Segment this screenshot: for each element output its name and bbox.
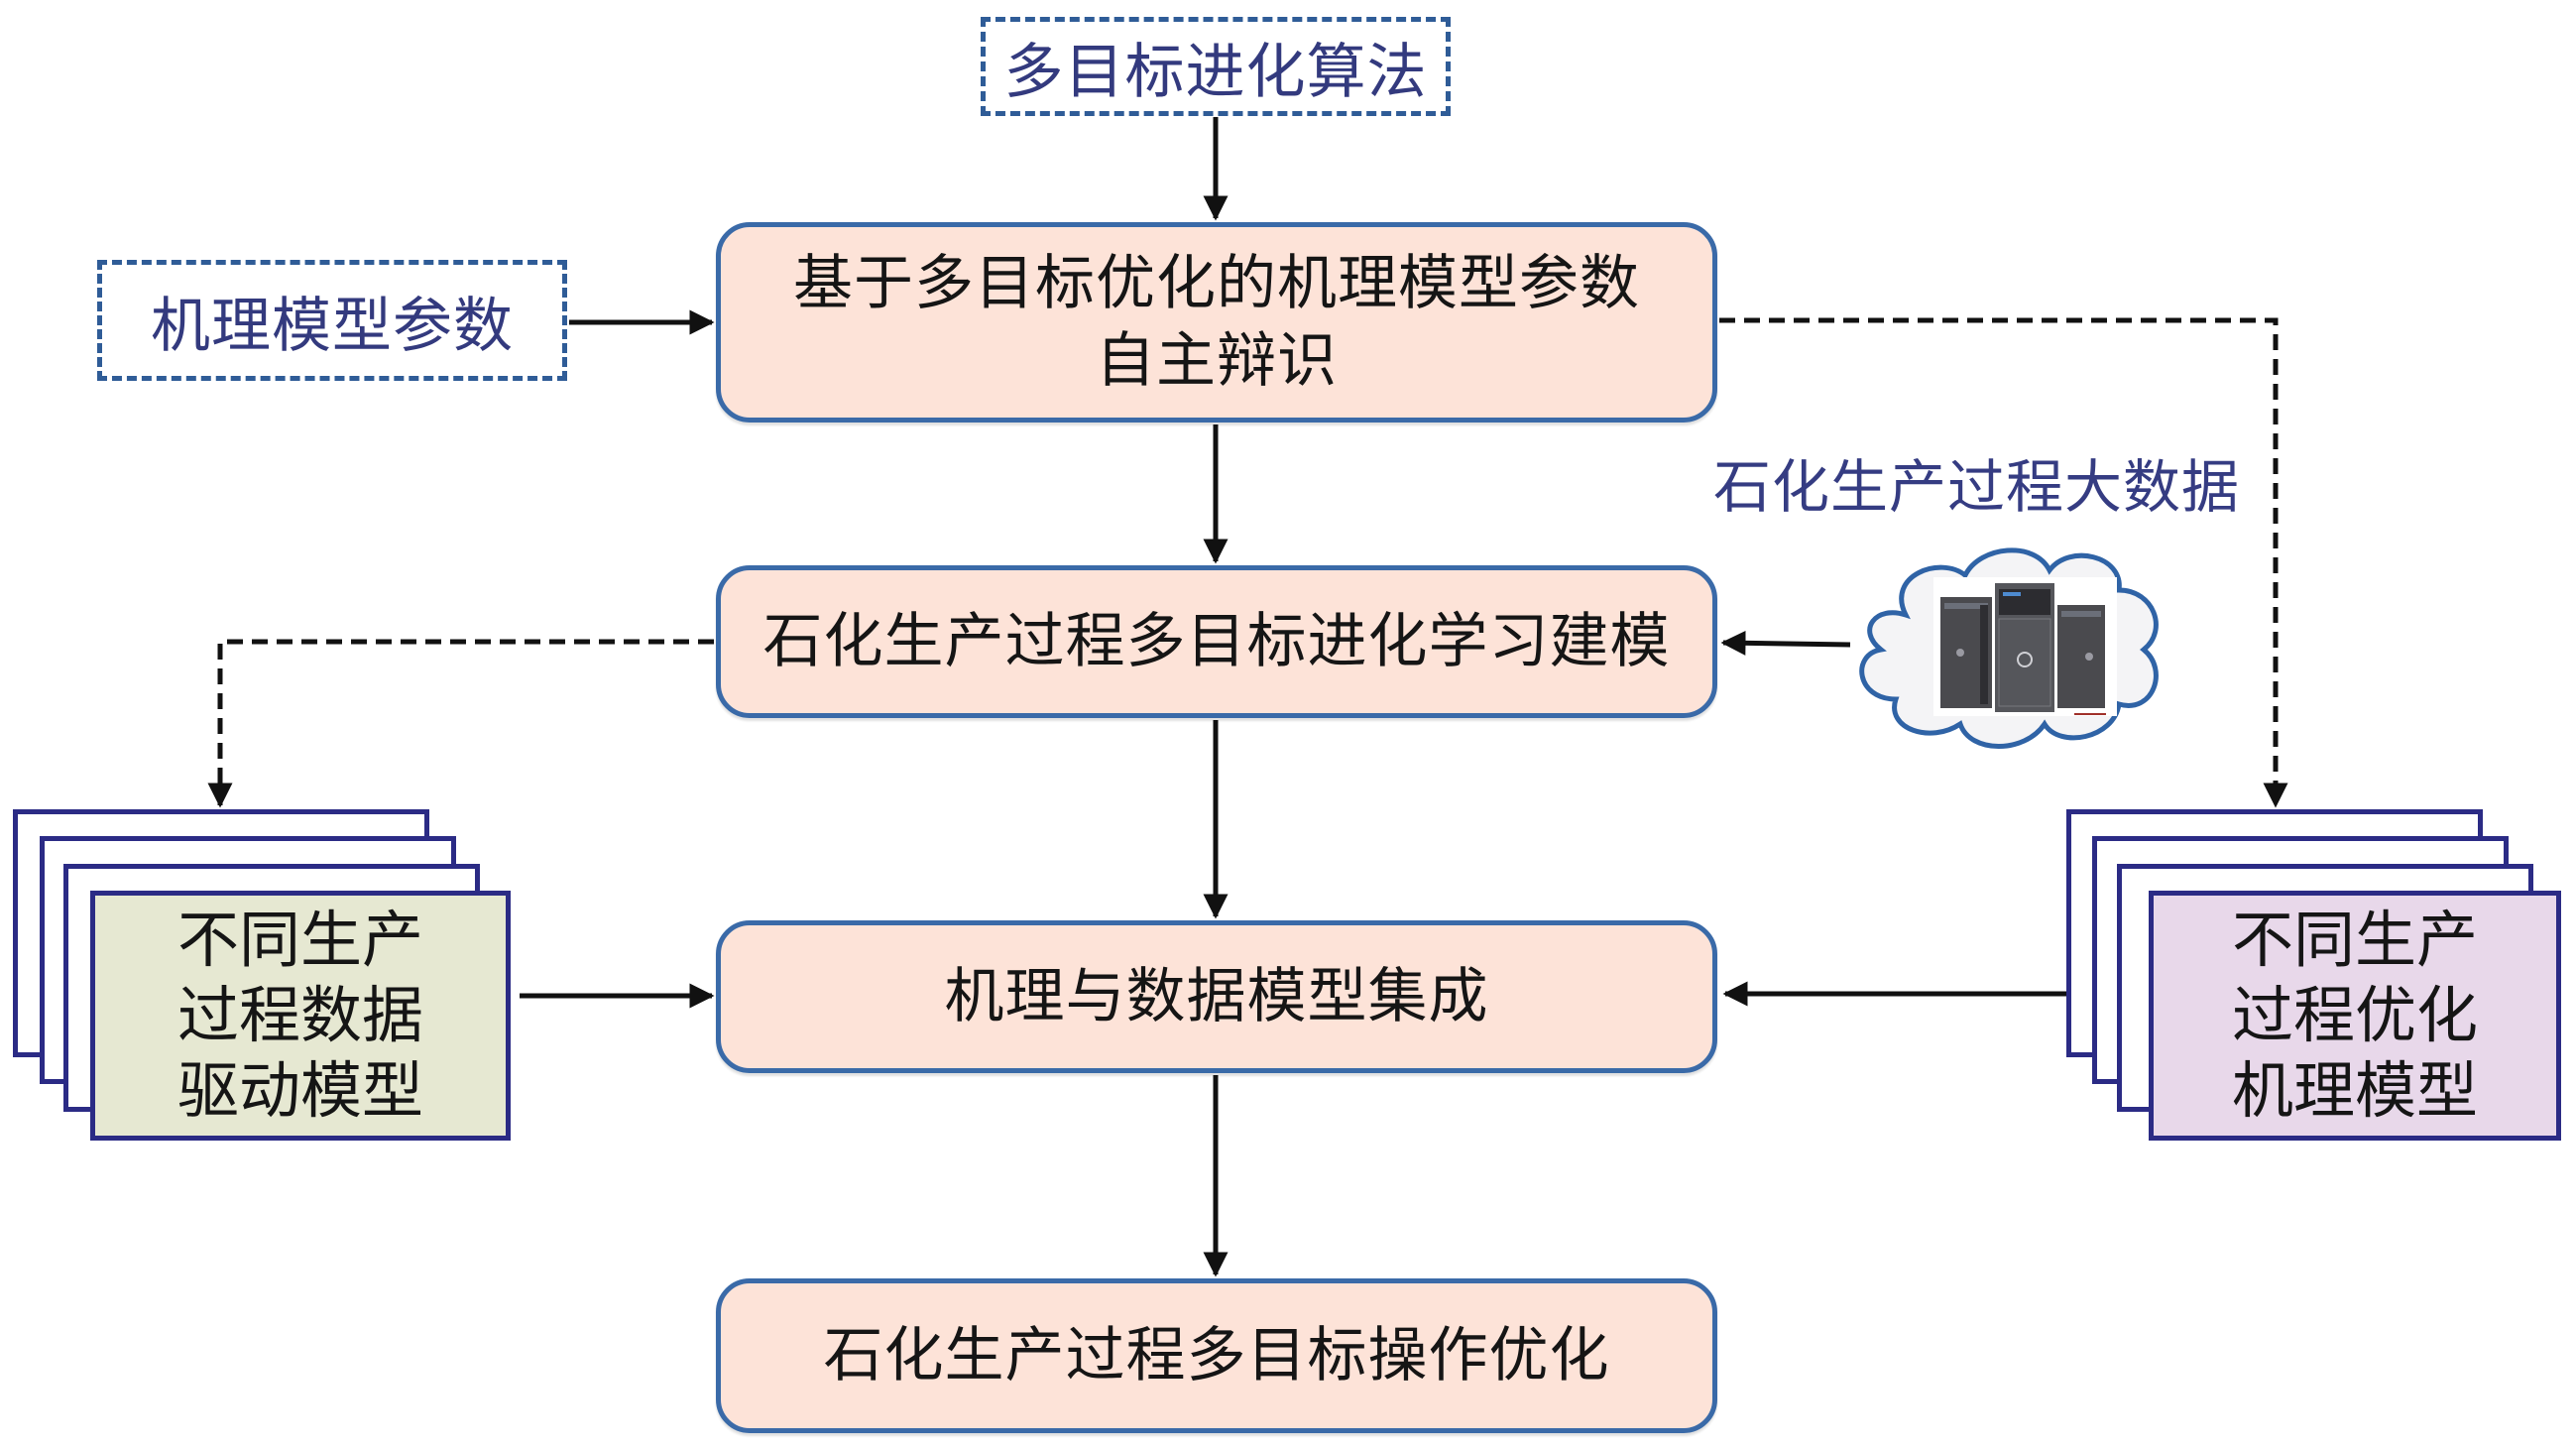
server-center-icon — [1995, 583, 2054, 712]
mechanism-params-input-box: 机理模型参数 — [97, 260, 567, 381]
server-right-icon — [2057, 605, 2105, 708]
step-operation-optimization: 石化生产过程多目标操作优化 — [716, 1278, 1717, 1433]
algorithm-input-label: 多目标进化算法 — [1003, 37, 1428, 107]
step-model-integration: 机理与数据模型集成 — [716, 920, 1717, 1073]
step-parameter-identification: 基于多目标优化的机理模型参数 自主辩识 — [716, 222, 1717, 423]
data-driven-model-card: 不同生产 过程数据 驱动模型 — [90, 891, 511, 1141]
step-evolutionary-modeling-label: 石化生产过程多目标进化学习建模 — [762, 607, 1671, 676]
big-data-label: 石化生产过程大数据 — [1713, 453, 2241, 521]
step-parameter-identification-label: 基于多目标优化的机理模型参数 自主辩识 — [793, 249, 1640, 396]
step-model-integration-label: 机理与数据模型集成 — [944, 962, 1489, 1031]
server-left-icon — [1940, 597, 1992, 708]
mechanism-model-label: 不同生产 过程优化 机理模型 — [2231, 904, 2478, 1127]
edge-step1-to-mechanism-stack — [1719, 317, 2288, 808]
mechanism-params-label: 机理模型参数 — [151, 291, 514, 361]
step-operation-optimization-label: 石化生产过程多目标操作优化 — [823, 1321, 1610, 1391]
step-evolutionary-modeling: 石化生产过程多目标进化学习建模 — [716, 565, 1717, 718]
mechanism-model-card: 不同生产 过程优化 机理模型 — [2149, 891, 2561, 1141]
edge-step2-to-data-stack — [207, 639, 714, 808]
edge-cloud-to-step2 — [1720, 630, 1851, 656]
server-cloud-icon — [1859, 547, 2159, 749]
algorithm-input-box: 多目标进化算法 — [981, 17, 1451, 116]
data-driven-model-label: 不同生产 过程数据 驱动模型 — [176, 904, 423, 1127]
